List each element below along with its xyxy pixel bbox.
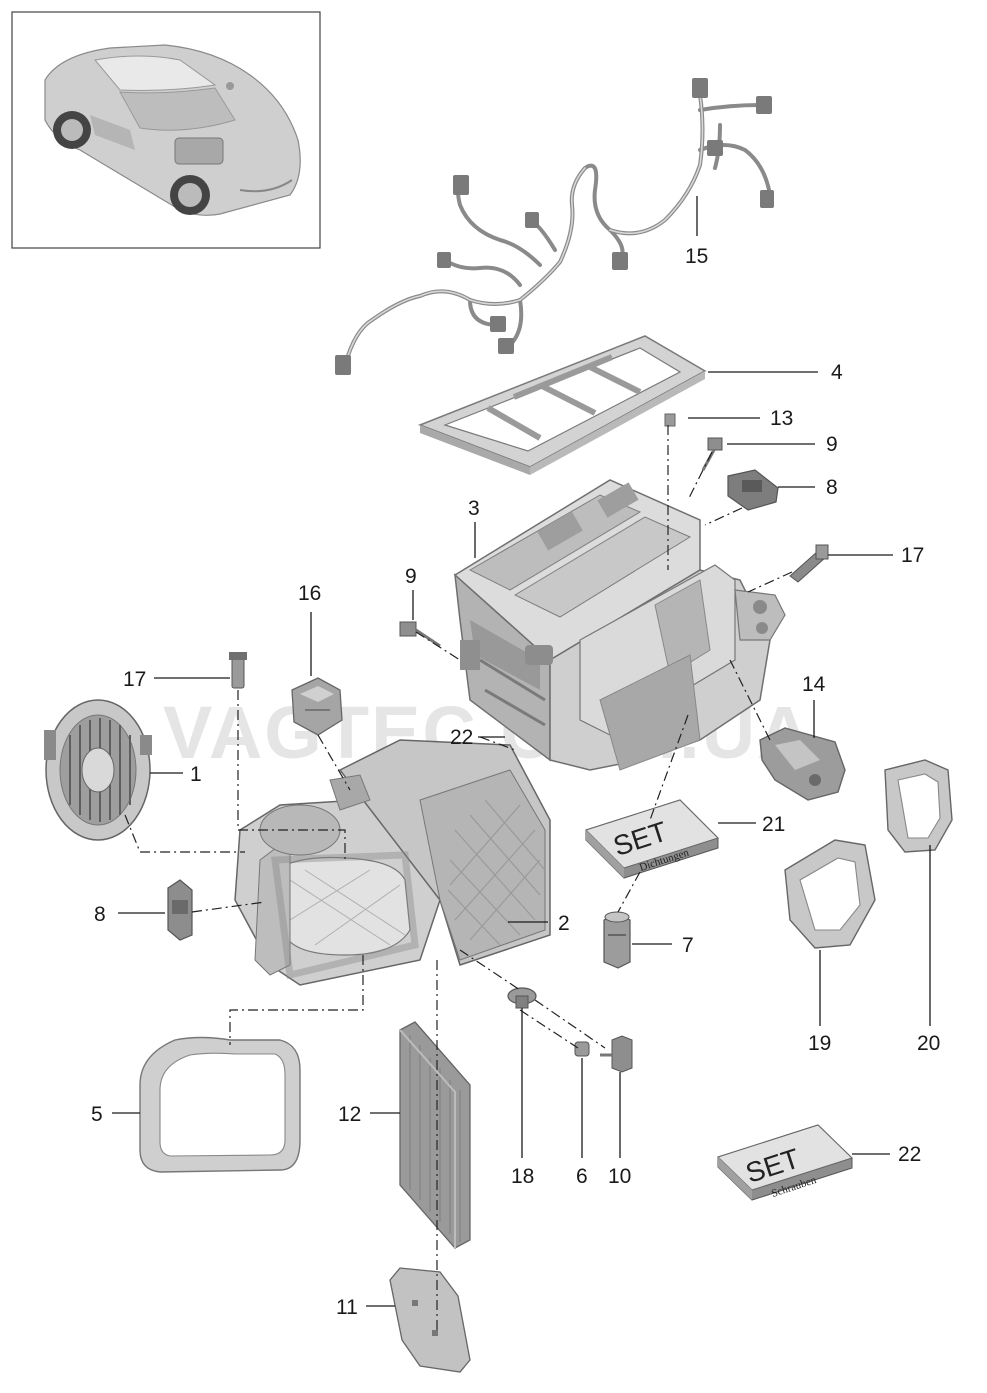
part-1-blower-motor <box>44 699 152 841</box>
part-9-temperature-sensor-right <box>701 437 723 471</box>
part-8-servo-motor-left <box>167 879 193 941</box>
callout-leaders <box>112 196 931 1307</box>
callout-15: 15 <box>685 245 708 268</box>
callout-3: 3 <box>468 497 480 520</box>
car-illustration <box>44 44 301 216</box>
part-3-heater-housing <box>453 479 786 771</box>
part-10-clip <box>600 1035 633 1073</box>
callout-17-right: 17 <box>901 544 924 567</box>
callout-8-left: 8 <box>94 903 106 926</box>
part-14-bracket <box>759 727 846 801</box>
callout-22-bottom: 22 <box>898 1143 921 1166</box>
assembly-guide-lines <box>124 425 793 1330</box>
part-16-blower-resistor <box>291 677 343 736</box>
callout-16: 16 <box>298 582 321 605</box>
screw-kit-box: SET Schrauben <box>717 1124 853 1201</box>
callout-20: 20 <box>917 1032 940 1055</box>
part-12-heat-exchanger-core <box>399 1021 471 1249</box>
part-13-sensor-clip <box>664 413 676 427</box>
callout-13: 13 <box>770 407 793 430</box>
callout-10: 10 <box>608 1165 631 1188</box>
part-6-nut <box>574 1041 590 1057</box>
part-5-gasket <box>139 1036 301 1173</box>
callout-7: 7 <box>682 934 694 957</box>
part-15-wiring-harness <box>335 78 774 375</box>
part-4-filter-frame <box>417 335 707 475</box>
callout-4: 4 <box>831 361 843 384</box>
callout-9-left: 9 <box>405 565 417 588</box>
callout-2: 2 <box>558 912 570 935</box>
callout-5: 5 <box>91 1103 103 1126</box>
part-17-sensor-right <box>789 544 829 583</box>
part-7-expansion-valve <box>603 911 631 969</box>
callout-6: 6 <box>576 1165 588 1188</box>
vehicle-location-thumbnail <box>11 11 321 249</box>
callout-12: 12 <box>338 1103 361 1126</box>
part-2-distribution-housing <box>234 739 551 986</box>
part-17-sensor-left <box>229 652 247 689</box>
callout-18: 18 <box>511 1165 534 1188</box>
callout-19: 19 <box>808 1032 831 1055</box>
part-11-cover-bracket <box>389 1267 471 1373</box>
callout-22-top: 22 <box>450 726 473 749</box>
part-19-air-duct <box>784 839 876 949</box>
seal-kit-box: SET Dichtungen <box>585 799 719 879</box>
part-18-grommet <box>507 987 537 1009</box>
callout-8-right: 8 <box>826 476 838 499</box>
callout-21: 21 <box>762 813 785 836</box>
callout-14: 14 <box>802 673 826 696</box>
callout-11: 11 <box>336 1296 358 1319</box>
callout-labels: 15 4 13 9 8 17 3 9 16 17 14 22 1 21 8 2 … <box>91 245 940 1319</box>
callout-17-left: 17 <box>123 668 146 691</box>
callout-9-right: 9 <box>826 433 838 456</box>
part-9-temperature-sensor-left <box>399 621 441 648</box>
callout-1: 1 <box>190 763 202 786</box>
part-8-servo-motor-right <box>727 469 779 511</box>
part-20-air-duct <box>884 759 953 853</box>
